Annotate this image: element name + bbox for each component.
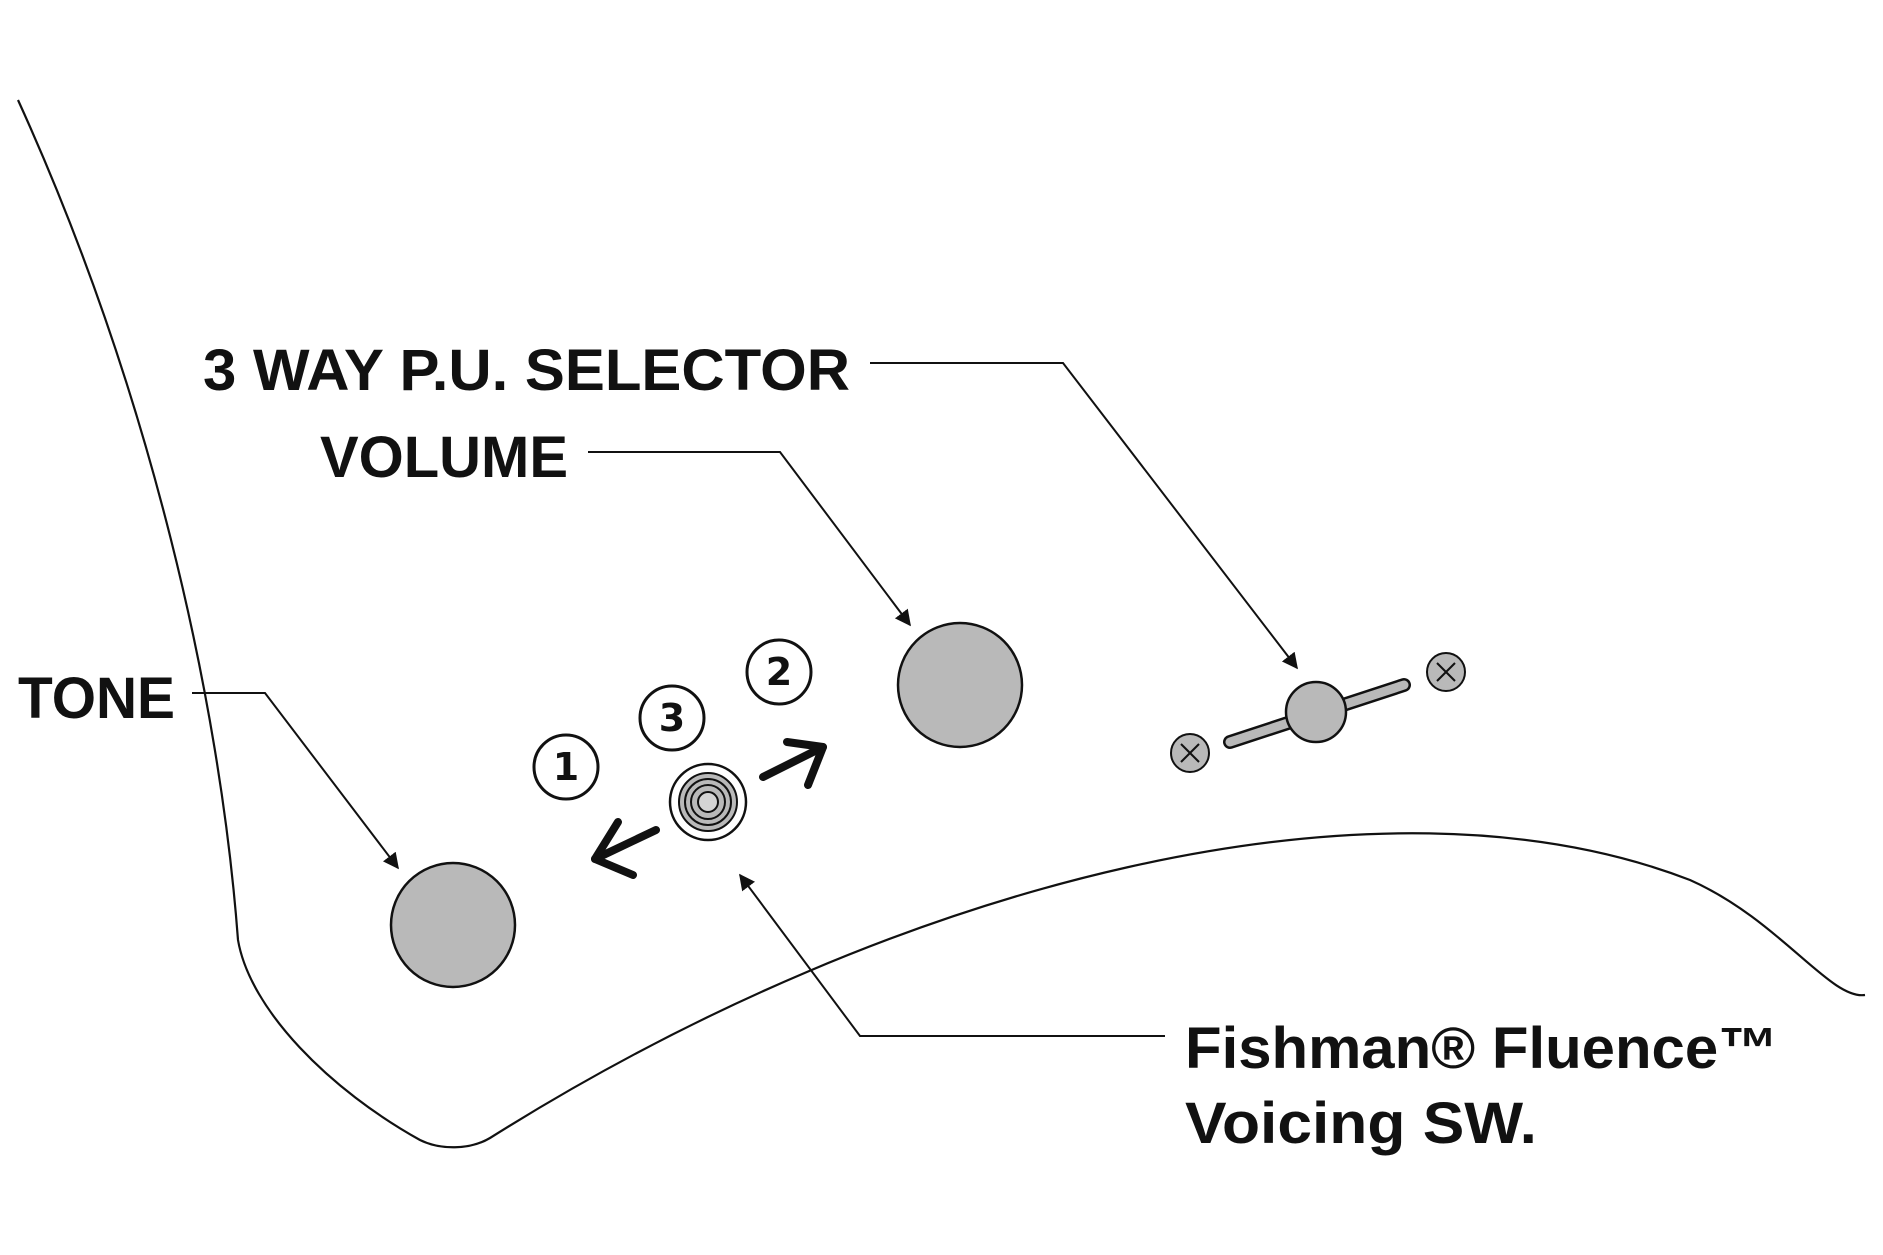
position-3-badge: 3 bbox=[638, 684, 706, 752]
screw-right-icon bbox=[1426, 652, 1466, 692]
position-2-label: 2 bbox=[766, 650, 792, 694]
fishman-leader-line bbox=[739, 873, 1165, 1037]
volume-leader-line bbox=[588, 451, 911, 627]
tone-leader-line bbox=[192, 692, 399, 870]
fishman-label-line1: Fishman® Fluence™ bbox=[1185, 1016, 1778, 1081]
volume-knob[interactable] bbox=[896, 621, 1024, 749]
arrow-right-icon bbox=[759, 738, 827, 789]
tone-label: TONE bbox=[18, 666, 175, 731]
arrow-left-icon bbox=[591, 818, 660, 879]
selector-label: 3 WAY P.U. SELECTOR bbox=[203, 338, 850, 403]
position-1-badge: 1 bbox=[532, 733, 600, 801]
screw-left-icon bbox=[1170, 733, 1210, 773]
selector-leader-line bbox=[870, 362, 1298, 670]
tone-knob[interactable] bbox=[389, 861, 517, 989]
pickup-selector[interactable] bbox=[1223, 678, 1411, 749]
guitar-body-outline bbox=[16, 99, 1866, 1149]
position-3-label: 3 bbox=[659, 696, 685, 740]
fishman-label-line2: Voicing SW. bbox=[1185, 1091, 1537, 1156]
position-1-label: 1 bbox=[553, 745, 579, 789]
position-2-badge: 2 bbox=[745, 638, 813, 706]
volume-label: VOLUME bbox=[320, 425, 568, 490]
voicing-switch[interactable] bbox=[668, 762, 748, 842]
